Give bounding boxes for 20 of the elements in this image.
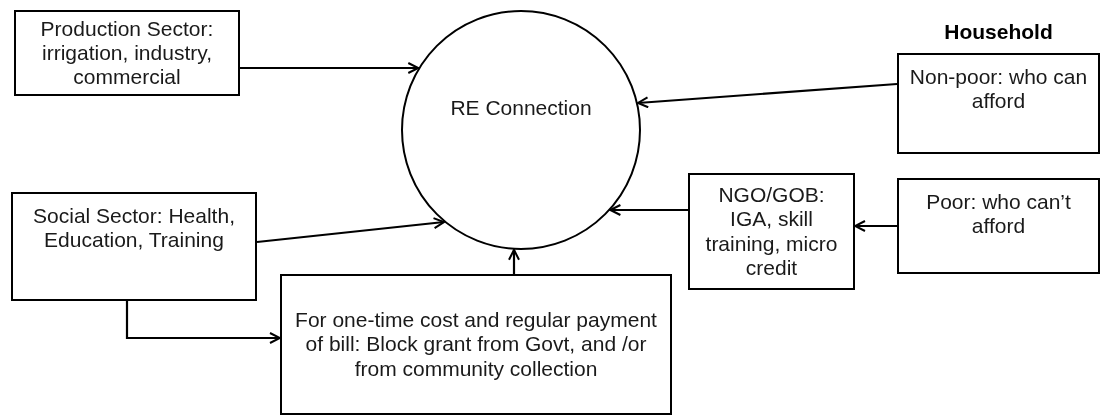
box-text: RE Connection: [450, 96, 592, 121]
box-text: NGO/GOB: IGA, skill training, micro credit: [704, 183, 839, 280]
group-heading: Household: [944, 20, 1053, 45]
box-text: Production Sector: irrigation, industry, commercial: [39, 16, 215, 90]
arrow: [508, 248, 520, 274]
process-box: [280, 274, 672, 415]
arrow: [854, 220, 897, 232]
process-box: [14, 10, 240, 96]
arrow: [609, 204, 688, 216]
process-box: [11, 192, 257, 301]
arrow: [240, 62, 420, 74]
box-text: Non-poor: who can afford: [908, 65, 1089, 114]
box-text: Social Sector: Health, Education, Training: [32, 204, 236, 253]
arrow: [256, 217, 445, 244]
arrow: [636, 82, 898, 109]
process-box: [688, 173, 855, 290]
box-text: Poor: who can’t afford: [925, 190, 1072, 239]
process-box: [897, 178, 1100, 274]
box-text: For one-time cost and regular payment of bill: Block grant from Govt, and /or from community collection: [294, 308, 658, 381]
arrow: [125, 301, 281, 344]
